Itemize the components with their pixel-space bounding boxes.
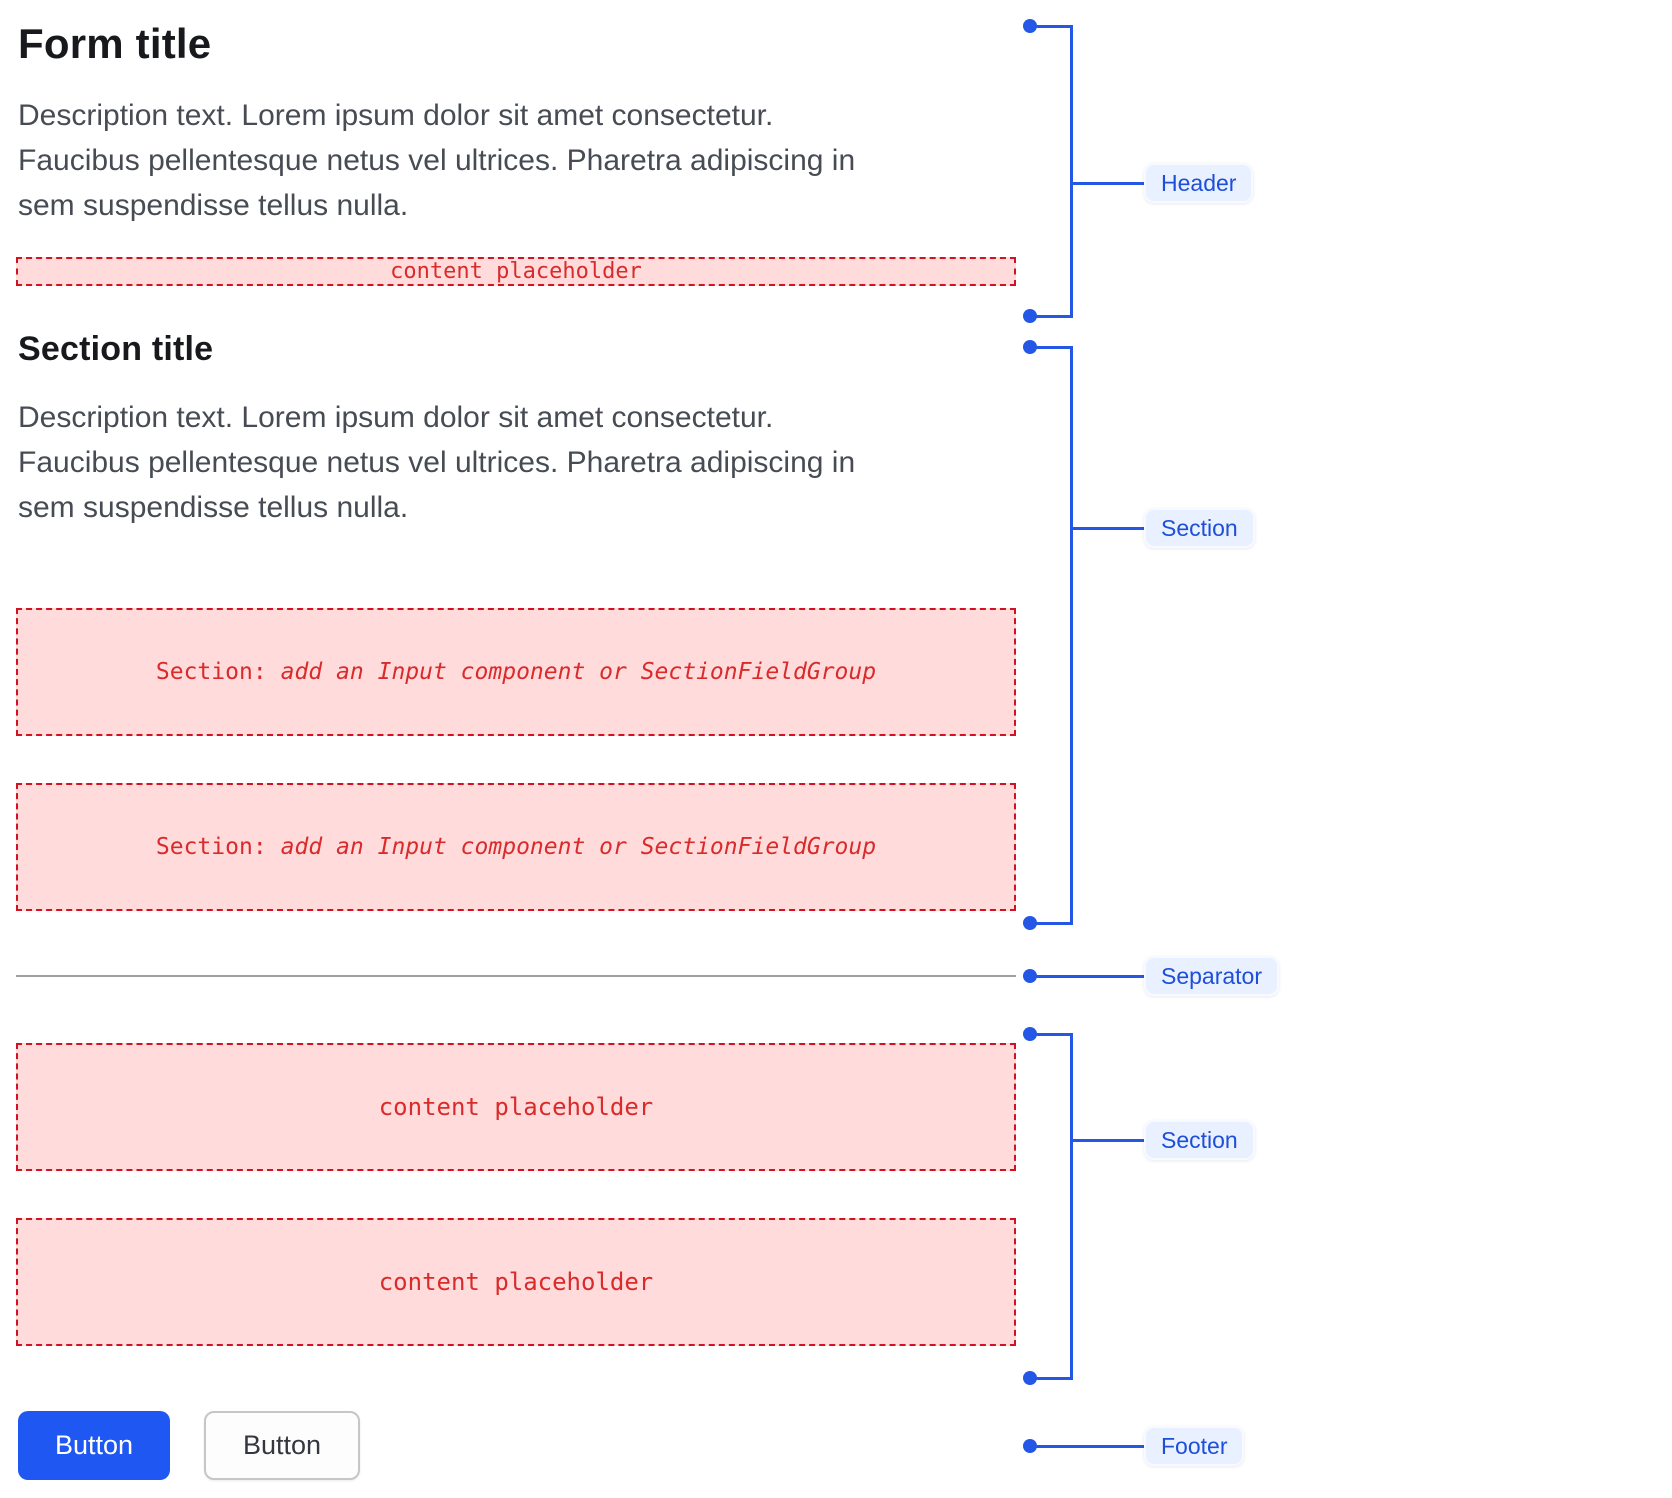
section2-annotation-label: Section [1144, 1120, 1255, 1160]
form-description-line: Faucibus pellentesque netus vel ultrices… [18, 144, 856, 177]
section-bracket-bottom-dot [1023, 916, 1037, 930]
section2-bracket-bottom-stub [1030, 1377, 1073, 1380]
section-title: Section title [18, 330, 214, 368]
placeholder-text: content placeholder [378, 1268, 654, 1296]
placeholder-text-prefix: Section: [155, 659, 267, 685]
footer-label-connector [1030, 1445, 1144, 1448]
section2-label-connector [1070, 1139, 1144, 1142]
header-annotation-label: Header [1144, 163, 1254, 203]
section-label-connector [1070, 527, 1144, 530]
section2-bracket-bottom-dot [1023, 1371, 1037, 1385]
placeholder-text: content placeholder [378, 1093, 654, 1121]
separator-annotation-label: Separator [1144, 956, 1280, 996]
section-bracket-line [1070, 346, 1073, 924]
header-label-connector [1070, 182, 1144, 185]
section-description: Description text. Lorem ipsum dolor sit … [18, 395, 978, 530]
separator-line [16, 975, 1016, 977]
placeholder-text: content placeholder [390, 259, 642, 284]
section2-bracket-top-stub [1030, 1033, 1073, 1036]
placeholder-text-prefix: Section: [155, 834, 267, 860]
section-field-placeholder-2: Section: add an Input component or Secti… [16, 783, 1016, 911]
primary-button[interactable]: Button [18, 1411, 170, 1480]
separator-label-connector [1030, 975, 1144, 978]
placeholder-text-label: add an Input component or SectionFieldGr… [280, 834, 877, 860]
section-field-placeholder-1: Section: add an Input component or Secti… [16, 608, 1016, 736]
section-annotation-label: Section [1144, 508, 1255, 548]
section-description-line: sem suspendisse tellus nulla. [18, 491, 409, 524]
form-description: Description text. Lorem ipsum dolor sit … [18, 93, 978, 228]
section2-content-placeholder-2: content placeholder [16, 1218, 1016, 1346]
header-content-placeholder: content placeholder [16, 257, 1016, 286]
form-description-line: sem suspendisse tellus nulla. [18, 189, 409, 222]
header-bracket-line [1070, 25, 1073, 318]
section2-bracket-line [1070, 1033, 1073, 1380]
section-description-line: Faucibus pellentesque netus vel ultrices… [18, 446, 856, 479]
placeholder-text-label: add an Input component or SectionFieldGr… [280, 659, 877, 685]
section-bracket-top-stub [1030, 346, 1073, 349]
section-bracket-bottom-stub [1030, 922, 1073, 925]
footer-annotation-label: Footer [1144, 1426, 1245, 1466]
header-bracket-bottom-stub [1030, 315, 1073, 318]
header-bracket-top-stub [1030, 25, 1073, 28]
section2-content-placeholder-1: content placeholder [16, 1043, 1016, 1171]
form-title: Form title [18, 20, 212, 67]
secondary-button[interactable]: Button [204, 1411, 360, 1480]
form-description-line: Description text. Lorem ipsum dolor sit … [18, 99, 774, 132]
section-description-line: Description text. Lorem ipsum dolor sit … [18, 401, 774, 434]
header-bracket-bottom-dot [1023, 309, 1037, 323]
